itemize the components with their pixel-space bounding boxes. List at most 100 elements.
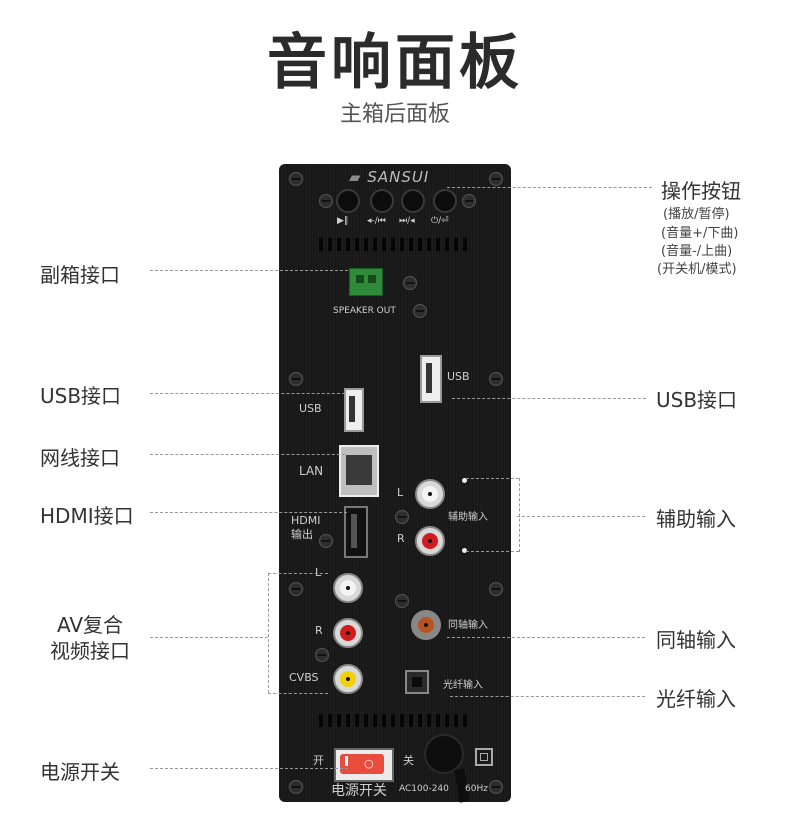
speaker-out-connector[interactable] xyxy=(349,268,383,296)
volume-up-next-icon: ◂-/⏮ xyxy=(367,216,386,226)
lan-callout: 网线接口 xyxy=(40,446,120,470)
ac-rating: AC100-240 xyxy=(399,784,449,794)
optical-callout: 光纤输入 xyxy=(656,687,736,711)
buttons-desc-power: (开关机/模式) xyxy=(657,262,737,277)
screw-icon xyxy=(319,534,333,548)
sub-port-callout: 副箱接口 xyxy=(40,263,120,287)
switch-on-label: 开 xyxy=(313,754,324,767)
screw-icon xyxy=(315,648,329,662)
page-subtitle: 主箱后面板 xyxy=(339,102,450,127)
callout-line xyxy=(447,637,645,638)
buttons-desc-play: (播放/暂停) xyxy=(663,207,730,222)
screw-icon xyxy=(489,780,503,794)
aux-in-label: 辅助输入 xyxy=(448,512,488,523)
coax-callout: 同轴输入 xyxy=(656,628,736,652)
vent-grille xyxy=(319,714,469,727)
power-mode-button[interactable] xyxy=(433,189,457,213)
av-right-jack[interactable] xyxy=(333,618,363,648)
brand-logo: ▰ SANSUI xyxy=(349,168,429,186)
callout-line xyxy=(150,512,347,513)
screw-icon xyxy=(289,372,303,386)
aux-callout-dot xyxy=(462,478,467,483)
av-callout: AV复合 视频接口 xyxy=(50,613,130,663)
aux-callout: 辅助输入 xyxy=(656,507,736,531)
cvbs-label: CVBS xyxy=(289,671,319,684)
screw-icon xyxy=(289,780,303,794)
aux-right-jack[interactable] xyxy=(415,526,445,556)
aux-left-jack[interactable] xyxy=(415,479,445,509)
screw-icon xyxy=(462,194,476,208)
hdmi-callout: HDMI接口 xyxy=(40,504,134,528)
optical-port[interactable] xyxy=(405,670,429,694)
volume-down-prev-button[interactable] xyxy=(401,189,425,213)
coax-jack[interactable] xyxy=(411,610,441,640)
av-left-jack[interactable] xyxy=(333,573,363,603)
brand-mark-icon: ▰ xyxy=(349,168,362,186)
lan-label: LAN xyxy=(299,464,324,478)
power-switch-label: 电源开关 xyxy=(331,783,387,799)
aux-callout-dot xyxy=(462,548,467,553)
brand-name: SANSUI xyxy=(367,168,430,186)
screw-icon xyxy=(403,276,417,290)
screw-icon xyxy=(489,372,503,386)
screw-icon xyxy=(319,194,333,208)
cvbs-jack[interactable] xyxy=(333,664,363,694)
play-pause-button[interactable] xyxy=(336,189,360,213)
vent-grille xyxy=(319,238,469,251)
hdmi-port[interactable] xyxy=(344,506,368,558)
callout-line xyxy=(150,270,348,271)
usb-port-left[interactable] xyxy=(344,388,364,432)
buttons-desc-voldown: (音量-/上曲) xyxy=(661,244,733,259)
callout-line xyxy=(150,768,348,769)
switch-off-label: 关 xyxy=(403,754,414,767)
screw-icon xyxy=(395,594,409,608)
power-callout: 电源开关 xyxy=(40,760,120,784)
speaker-out-label: SPEAKER OUT xyxy=(333,306,396,316)
callout-line xyxy=(268,693,328,694)
callout-line xyxy=(450,696,645,697)
av-r-label: R xyxy=(315,624,323,637)
power-mode-icon: ⏻/⏎ xyxy=(431,216,449,226)
callout-line xyxy=(466,478,519,479)
power-cable-grommet xyxy=(424,734,464,774)
optical-in-label: 光纤输入 xyxy=(443,680,483,691)
hz-rating: 60Hz xyxy=(465,784,488,794)
callout-line xyxy=(447,187,652,188)
coax-in-label: 同轴输入 xyxy=(448,620,488,631)
aux-l-label: L xyxy=(397,486,404,499)
usb-port-right[interactable] xyxy=(420,355,442,403)
callout-line xyxy=(150,393,345,394)
av-l-label: L xyxy=(315,566,322,579)
callout-line xyxy=(452,398,646,399)
aux-r-label: R xyxy=(397,532,405,545)
buttons-desc-volup: (音量+/下曲) xyxy=(661,226,739,241)
screw-icon xyxy=(289,582,303,596)
speaker-rear-panel: ▰ SANSUI ▶‖ ◂-/⏮ ⏭/◂ ⏻/⏎ SPEAKER OUT USB… xyxy=(279,164,511,803)
callout-line xyxy=(517,516,645,517)
buttons-callout: 操作按钮 xyxy=(661,179,741,203)
screw-icon xyxy=(489,582,503,596)
play-pause-icon: ▶‖ xyxy=(337,216,349,226)
usb-left-label: USB xyxy=(299,402,322,415)
volume-down-prev-icon: ⏭/◂ xyxy=(399,216,415,226)
double-insulation-icon xyxy=(475,748,493,766)
callout-line xyxy=(466,551,519,552)
callout-line xyxy=(268,573,328,574)
usb-left-callout: USB接口 xyxy=(40,384,122,408)
callout-line xyxy=(150,637,268,638)
switch-on-icon: ○ xyxy=(364,757,374,770)
screw-icon xyxy=(395,510,409,524)
screw-icon xyxy=(413,304,427,318)
callout-line xyxy=(150,454,345,455)
volume-up-next-button[interactable] xyxy=(370,189,394,213)
usb-right-label: USB xyxy=(447,370,470,383)
page-title: 音响面板 xyxy=(267,28,523,98)
callout-bracket xyxy=(519,478,520,552)
lan-port[interactable] xyxy=(339,445,379,497)
screw-icon xyxy=(289,172,303,186)
usb-right-callout: USB接口 xyxy=(656,388,738,412)
power-switch[interactable]: ○ xyxy=(334,748,394,782)
screw-icon xyxy=(489,172,503,186)
hdmi-label: HDMI 输出 xyxy=(291,514,321,541)
callout-bracket xyxy=(268,573,269,693)
